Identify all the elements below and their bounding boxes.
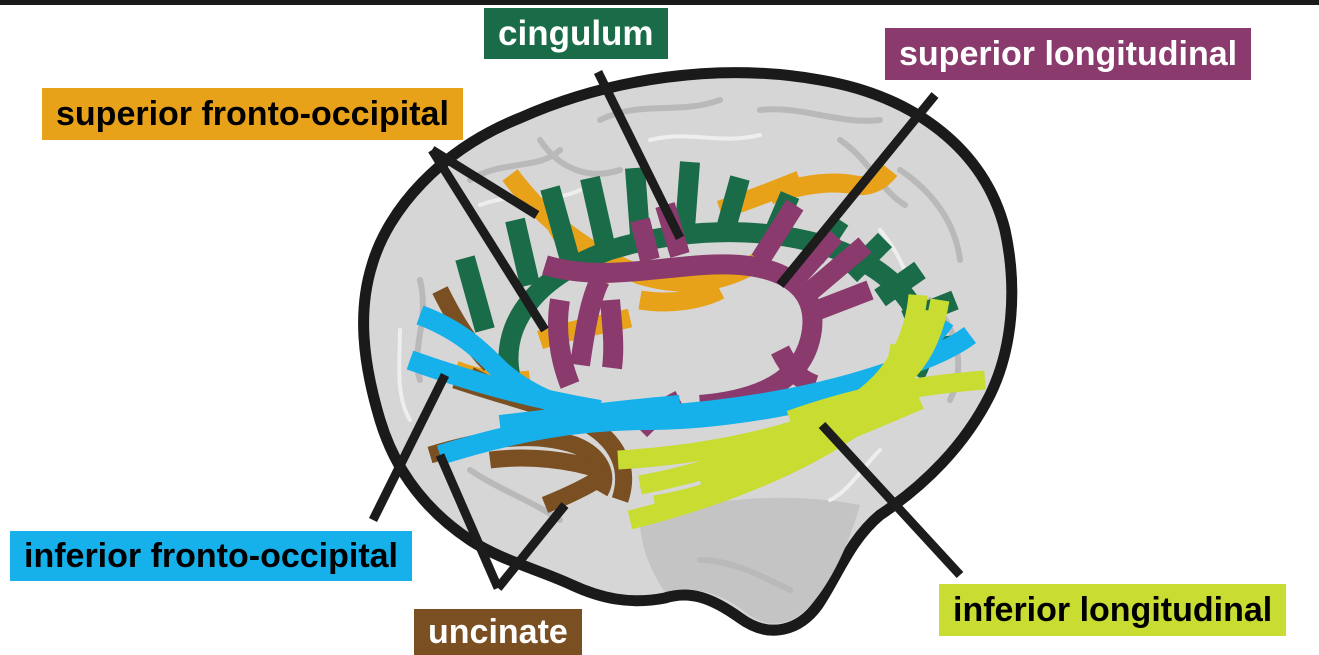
label-inferior-fronto-occipital: inferior fronto-occipital bbox=[10, 531, 412, 581]
top-border bbox=[0, 0, 1319, 5]
label-uncinate: uncinate bbox=[414, 609, 582, 655]
label-cingulum: cingulum bbox=[484, 8, 668, 59]
label-superior-fronto-occipital: superior fronto-occipital bbox=[42, 88, 463, 140]
label-inferior-longitudinal: inferior longitudinal bbox=[939, 584, 1286, 636]
label-superior-longitudinal: superior longitudinal bbox=[885, 28, 1251, 80]
